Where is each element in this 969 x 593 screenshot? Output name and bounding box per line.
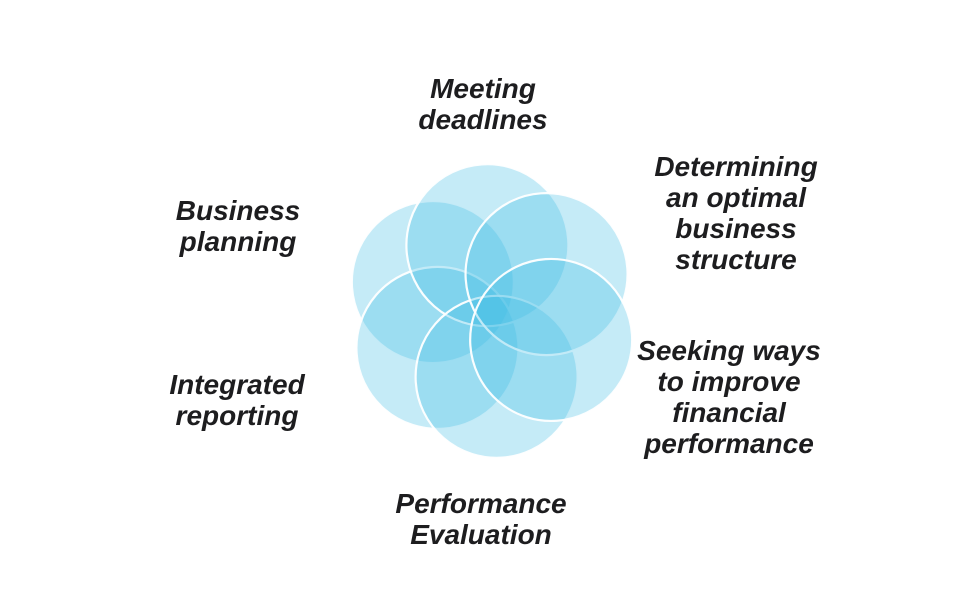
label-seeking-ways-improve-financial-performance: Seeking ways to improve financial perfor… bbox=[637, 335, 821, 459]
label-meeting-deadlines: Meeting deadlines bbox=[418, 73, 548, 135]
label-integrated-reporting: Integrated reporting bbox=[169, 369, 305, 431]
petal-circle-bottom-right bbox=[469, 257, 634, 423]
label-performance-evaluation: Performance Evaluation bbox=[395, 488, 567, 550]
label-determining-optimal-business-structure: Determining an optimal business structur… bbox=[654, 151, 818, 275]
petal-circle-top-right bbox=[464, 192, 629, 357]
petal-group bbox=[350, 163, 634, 459]
label-business-planning: Business planning bbox=[175, 195, 301, 257]
petal-circle-bottom bbox=[414, 294, 579, 459]
petal-circle-top bbox=[405, 163, 570, 328]
